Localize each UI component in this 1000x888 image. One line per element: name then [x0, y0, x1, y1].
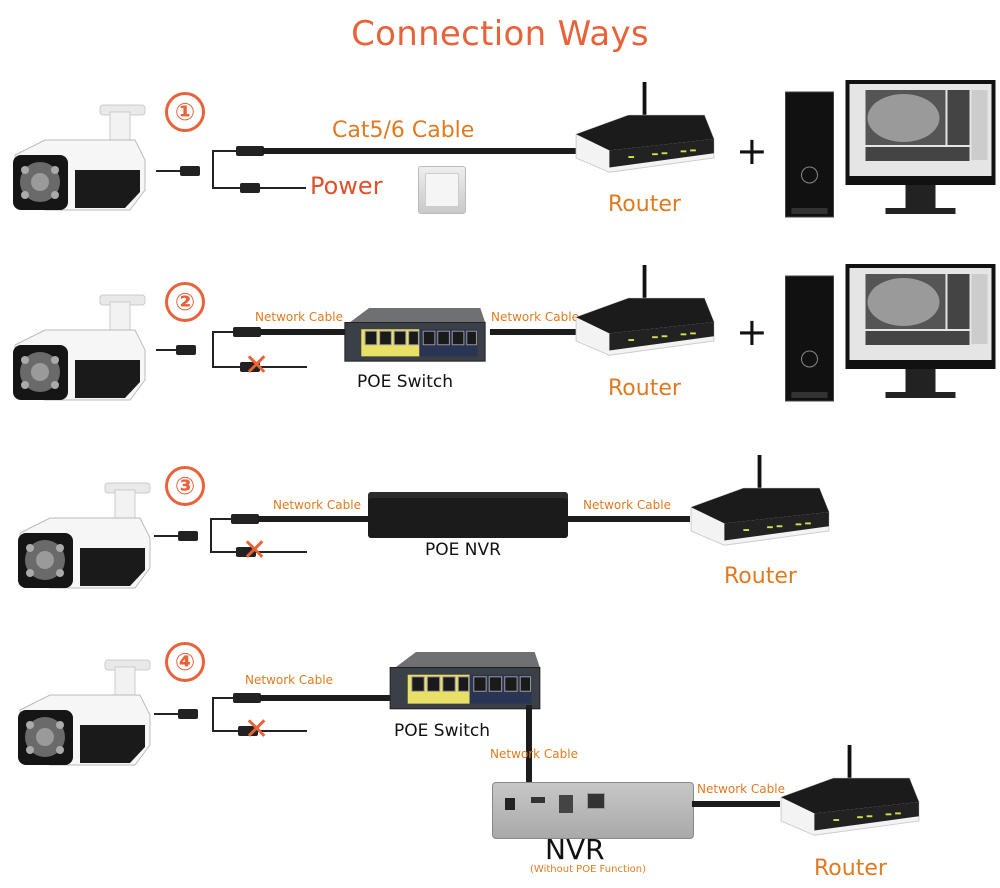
device-label: POE NVR [425, 540, 501, 560]
rj45-connector-icon [231, 514, 259, 524]
dc-connector-icon [236, 547, 256, 557]
network-cable [490, 329, 585, 335]
plus-icon: + [736, 129, 768, 173]
desktop-pc-icon [785, 264, 996, 402]
connector-icon [178, 709, 198, 719]
power-label: Power [310, 172, 383, 200]
cable-label: Network Cable [273, 498, 361, 512]
cable-branch [210, 551, 307, 553]
device-label: POE Switch [357, 372, 453, 392]
network-cable-vertical [526, 705, 532, 785]
connector-icon [180, 166, 200, 176]
cable-label: Network Cable [583, 498, 671, 512]
cable-label: Network Cable [245, 673, 333, 687]
dc-connector-icon [238, 726, 258, 736]
poe-switch-icon [344, 307, 486, 362]
step-number: ③ [165, 466, 205, 506]
cable-split [212, 150, 214, 188]
rj45-connector-icon [233, 693, 261, 703]
router-label: Router [608, 376, 681, 401]
bullet-camera-icon [17, 482, 151, 589]
cable-split [210, 518, 212, 552]
cable-stub [154, 535, 184, 537]
power-outlet-icon [418, 166, 466, 214]
disconnected-x-icon: ✕ [244, 712, 270, 747]
power-cable [258, 187, 306, 189]
cat-cable [262, 148, 582, 154]
nvr-sublabel: (Without POE Function) [530, 864, 646, 875]
poe-nvr-icon [368, 498, 568, 538]
device-label: POE Switch [394, 721, 490, 741]
desktop-pc-icon [785, 80, 996, 218]
wifi-router-icon [575, 82, 715, 173]
network-cable [692, 801, 780, 807]
router-label: Router [814, 856, 887, 881]
cable-branch [212, 187, 242, 189]
bullet-camera-icon [12, 294, 146, 401]
power-port-icon [505, 798, 515, 810]
cable-label: Network Cable [491, 310, 579, 324]
hdmi-port-icon [531, 797, 545, 803]
cable-branch [210, 518, 235, 520]
wifi-router-icon [575, 265, 715, 356]
router-label: Router [608, 192, 681, 217]
rj45-connector-icon [236, 146, 264, 156]
cable-label: Cat5/6 Cable [332, 118, 475, 143]
plus-icon: + [736, 310, 768, 354]
dc-connector-icon [240, 183, 260, 193]
wifi-router-icon [780, 745, 920, 836]
bullet-camera-icon [12, 104, 146, 211]
step-number: ④ [165, 642, 205, 682]
disconnected-x-icon: ✕ [242, 533, 268, 568]
cable-split [212, 331, 214, 367]
network-cable [260, 329, 350, 335]
nvr-label: NVR [545, 833, 605, 866]
step-number: ① [165, 92, 205, 132]
cable-split [212, 697, 214, 731]
cable-stub [154, 713, 184, 715]
cable-branch [212, 331, 237, 333]
cable-branch [212, 730, 307, 732]
disconnected-x-icon: ✕ [244, 348, 270, 383]
step-number: ② [165, 282, 205, 322]
usb-port-icon [559, 795, 573, 813]
router-label: Router [724, 564, 797, 589]
nvr-icon [492, 782, 694, 839]
cable-branch [212, 697, 237, 699]
network-cable [565, 516, 690, 522]
network-cable [258, 516, 378, 522]
network-cable [260, 695, 395, 701]
rj45-connector-icon [233, 327, 261, 337]
poe-switch-icon [389, 651, 541, 710]
bullet-camera-icon [17, 659, 151, 766]
connector-icon [178, 531, 198, 541]
cable-stub [156, 349, 186, 351]
wifi-router-icon [690, 455, 830, 546]
dc-connector-icon [240, 362, 260, 372]
connector-icon [176, 345, 196, 355]
cable-branch [212, 150, 237, 152]
cable-label: Network Cable [255, 310, 343, 324]
page-title: Connection Ways [351, 14, 649, 54]
cable-stub [156, 170, 186, 172]
cable-label: Network Cable [490, 747, 578, 761]
cable-label: Network Cable [697, 782, 785, 796]
ethernet-port-icon [587, 793, 605, 809]
